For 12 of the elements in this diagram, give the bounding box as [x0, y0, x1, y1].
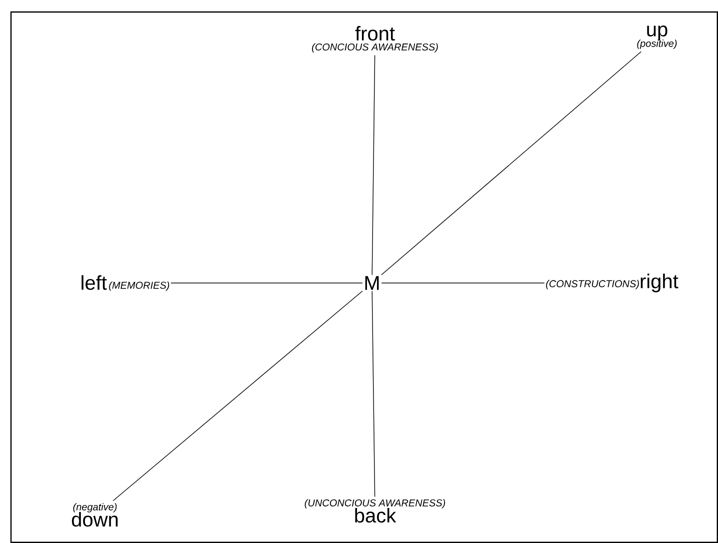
axis-label: (UNCONCIOUS AWARENESS) back — [304, 499, 446, 523]
axis-label: up (positive) — [637, 26, 677, 49]
axis-line — [381, 51, 642, 276]
axis-line — [112, 290, 363, 502]
center-label: M — [365, 276, 379, 290]
axis-label: (negative) down — [72, 503, 118, 527]
axis-label: front (CONCIOUS AWARENESS) — [312, 26, 438, 52]
axis-line — [372, 54, 376, 276]
axis-line — [372, 290, 376, 498]
axis-line — [381, 282, 545, 284]
axis-label: (CONSTRUCTIONS)right — [546, 274, 678, 292]
axis-line — [170, 282, 363, 284]
